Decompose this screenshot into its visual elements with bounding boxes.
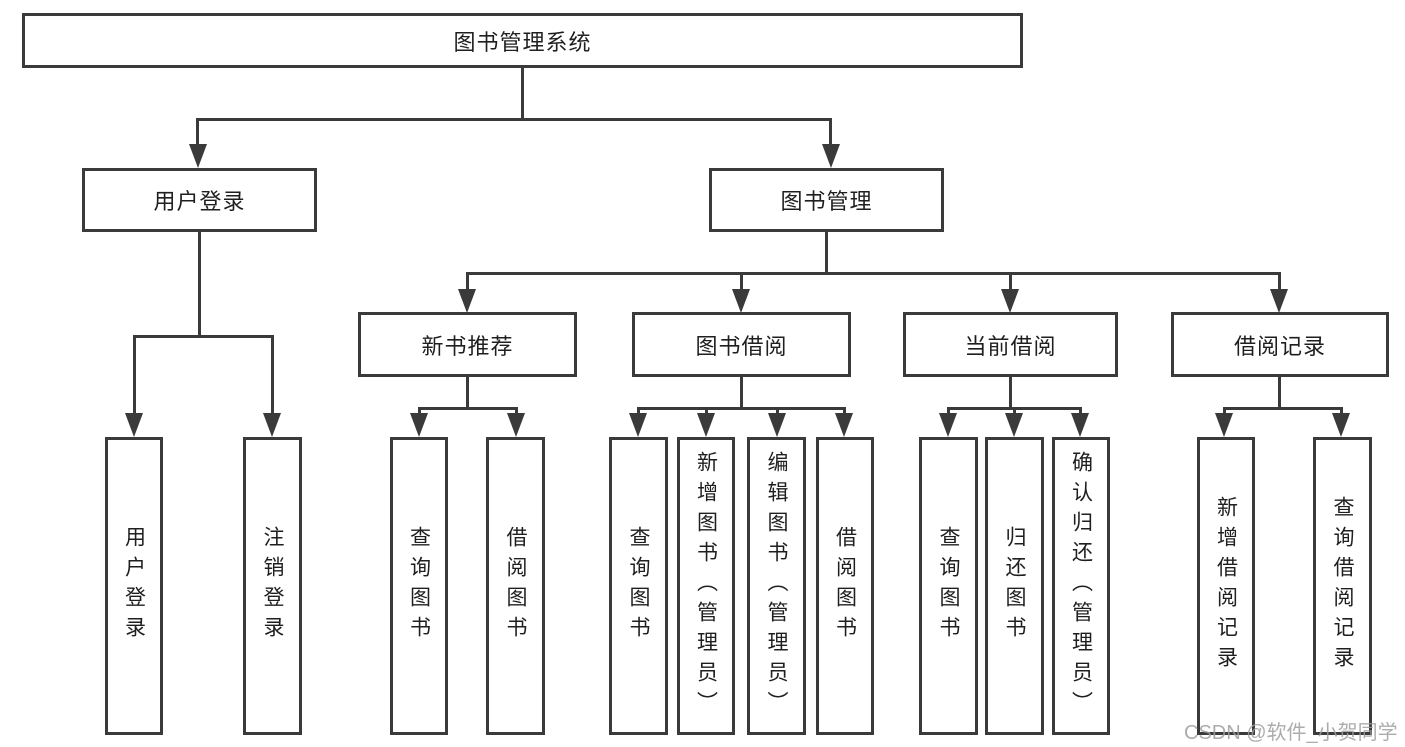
leaf-label: 注销登录 (261, 526, 284, 646)
leaf-label: 借阅图书 (833, 526, 857, 646)
connector-line (843, 407, 846, 415)
leaf-label: 确认归还（管理员） (1069, 451, 1093, 721)
leaf-label: 编辑图书（管理员） (765, 451, 788, 721)
leaf-add-books-admin: 新增图书（管理员） (677, 437, 735, 735)
connector-line (418, 407, 421, 415)
connector-line (466, 272, 1281, 275)
connector-line (740, 377, 743, 407)
connector-line (196, 118, 199, 146)
arrow-down-icon (1270, 289, 1288, 313)
arrow-down-icon (629, 413, 647, 437)
connector-line (1278, 377, 1281, 407)
leaf-label: 查询图书 (627, 526, 650, 646)
leaf-add-borrow-record: 新增借阅记录 (1197, 437, 1255, 735)
csdn-watermark: CSDN @软件_小贺同学 (1184, 722, 1398, 744)
connector-line (1278, 272, 1281, 291)
arrow-down-icon (410, 413, 428, 437)
node-book-borrowing-label: 图书借阅 (695, 333, 788, 359)
node-book-management-label: 图书管理 (780, 189, 873, 214)
arrow-down-icon (1215, 413, 1233, 437)
node-user-login: 用户登录 (82, 168, 317, 232)
root-node-library-management-system: 图书管理系统 (22, 13, 1023, 68)
connector-line (1013, 407, 1016, 415)
arrow-down-icon (507, 413, 525, 437)
connector-line (1223, 407, 1343, 410)
leaf-logout: 注销登录 (243, 437, 302, 735)
arrow-down-icon (768, 413, 786, 437)
node-current-borrowing: 当前借阅 (903, 312, 1118, 377)
connector-line (705, 407, 708, 415)
connector-line (196, 118, 832, 121)
root-node-label: 图书管理系统 (453, 29, 592, 55)
connector-line (133, 335, 274, 338)
connector-line (947, 407, 950, 415)
leaf-label: 借阅图书 (504, 526, 527, 646)
node-borrowing-records-label: 借阅记录 (1233, 333, 1326, 359)
leaf-label: 新增图书（管理员） (694, 451, 718, 721)
connector-line (418, 407, 518, 410)
leaf-label: 归还图书 (1003, 526, 1026, 646)
connector-line (271, 335, 274, 415)
leaf-borrow-books: 借阅图书 (816, 437, 874, 735)
node-user-login-label: 用户登录 (153, 189, 246, 214)
connector-line (1079, 407, 1082, 415)
node-current-borrowing-label: 当前借阅 (964, 333, 1057, 359)
node-borrowing-records: 借阅记录 (1171, 312, 1389, 377)
leaf-return-books: 归还图书 (985, 437, 1044, 735)
arrow-down-icon (1005, 413, 1023, 437)
connector-line (637, 407, 846, 410)
arrow-down-icon (1332, 413, 1350, 437)
leaf-user-login: 用户登录 (105, 437, 163, 735)
connector-line (825, 232, 828, 272)
node-book-borrowing: 图书借阅 (632, 312, 851, 377)
arrow-down-icon (822, 144, 840, 168)
arrow-down-icon (458, 289, 476, 313)
connector-line (740, 272, 743, 291)
connector-line (637, 407, 640, 415)
arrow-down-icon (835, 413, 853, 437)
leaf-label: 查询借阅记录 (1331, 496, 1354, 676)
arrow-down-icon (1071, 413, 1089, 437)
connector-line (1340, 407, 1343, 415)
leaf-confirm-return-admin: 确认归还（管理员） (1052, 437, 1110, 735)
arrow-down-icon (189, 144, 207, 168)
leaf-query-books-recommend: 查询图书 (390, 437, 448, 735)
node-new-book-recommend-label: 新书推荐 (421, 333, 514, 359)
arrow-down-icon (697, 413, 715, 437)
leaf-query-borrow-record: 查询借阅记录 (1313, 437, 1372, 735)
connector-line (1009, 272, 1012, 291)
arrow-down-icon (125, 413, 143, 437)
leaf-borrow-books-recommend: 借阅图书 (486, 437, 545, 735)
arrow-down-icon (1001, 289, 1019, 313)
connector-line (466, 377, 469, 407)
leaf-query-books-borrowing: 查询图书 (609, 437, 668, 735)
connector-line (198, 232, 201, 335)
arrow-down-icon (732, 289, 750, 313)
leaf-edit-books-admin: 编辑图书（管理员） (747, 437, 806, 735)
node-book-management: 图书管理 (709, 168, 944, 232)
leaf-query-books-current: 查询图书 (919, 437, 978, 735)
connector-line (515, 407, 518, 415)
node-new-book-recommend: 新书推荐 (358, 312, 577, 377)
connector-line (521, 68, 524, 118)
leaf-label: 查询图书 (937, 526, 960, 646)
arrow-down-icon (939, 413, 957, 437)
arrow-down-icon (263, 413, 281, 437)
connector-line (1223, 407, 1226, 415)
connector-line (1009, 377, 1012, 407)
connector-line (466, 272, 469, 291)
connector-line (133, 335, 136, 415)
connector-line (776, 407, 779, 415)
leaf-label: 新增借阅记录 (1214, 496, 1238, 676)
leaf-label: 查询图书 (407, 526, 431, 646)
leaf-label: 用户登录 (122, 526, 146, 646)
connector-line (829, 118, 832, 146)
